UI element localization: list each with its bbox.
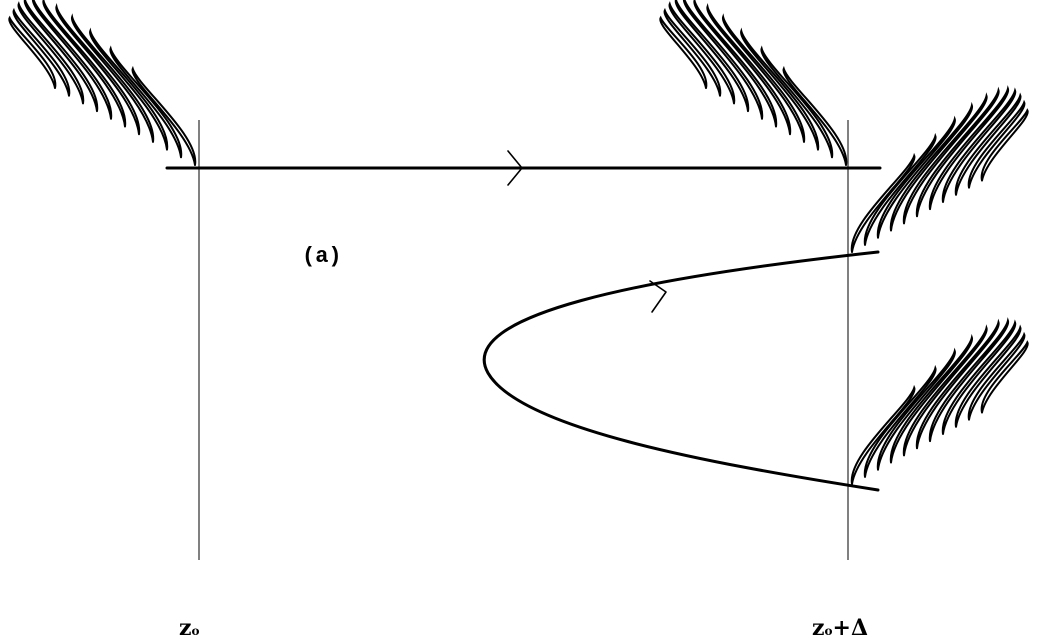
hatch-stroke (980, 340, 1029, 414)
hatch-stroke (967, 331, 1026, 421)
source-hatch-low-right (850, 317, 1029, 485)
hatch-stroke (32, 0, 113, 120)
hatch-stroke (740, 27, 820, 151)
hatch-stroke (663, 7, 722, 97)
hatch-stroke (876, 347, 956, 471)
hatch-stroke (71, 13, 155, 143)
right-boundary-label-sub: o (825, 624, 833, 638)
hatch-stroke (863, 364, 937, 478)
hatch-stroke (850, 152, 916, 253)
hatch-stroke (23, 0, 99, 113)
hatch-stroke (55, 2, 141, 136)
hatch-stroke (928, 317, 1009, 443)
source-hatch-top-right (659, 0, 848, 166)
hatch-stroke (109, 45, 183, 159)
source-hatch-mid-right (850, 85, 1029, 253)
curved-path (482, 250, 880, 492)
left-boundary-label: zo (179, 615, 200, 641)
hatch-stroke (850, 384, 916, 485)
hatch-stroke (8, 15, 57, 89)
hatch-stroke (683, 0, 764, 120)
hatch-stroke (42, 0, 127, 128)
straight-path-arrow (507, 150, 523, 186)
hatch-stroke (17, 1, 85, 105)
hatch-stroke (863, 132, 937, 246)
hatch-stroke (668, 1, 736, 105)
hatch-stroke (915, 318, 1000, 450)
hatch-stroke (131, 65, 197, 166)
hatch-stroke (954, 324, 1022, 428)
hatch-stroke (967, 99, 1026, 189)
hatch-stroke (889, 333, 973, 464)
hatch-stroke (954, 92, 1022, 196)
hatch-stroke (928, 85, 1009, 211)
right-boundary-label-main: z (812, 615, 825, 641)
hatch-stroke (902, 92, 988, 225)
hatch-stroke (902, 324, 988, 457)
hatch-stroke (782, 65, 848, 166)
hatch-stroke (980, 108, 1029, 182)
source-hatch-top-left (8, 0, 197, 166)
hatch-stroke (760, 45, 834, 159)
hatch-stroke (693, 0, 778, 128)
hatch-stroke (12, 7, 71, 97)
hatch-stroke (674, 0, 750, 113)
hatch-stroke (89, 27, 169, 151)
right-boundary-label-suffix: +Δ (833, 615, 869, 641)
hatch-stroke (941, 87, 1017, 203)
right-boundary-label: zo+Δ (812, 615, 868, 641)
hatch-stroke (941, 319, 1017, 435)
curved-path-arrow (649, 280, 667, 313)
hatch-stroke (889, 101, 973, 232)
hatch-stroke (659, 15, 708, 89)
hatch-stroke (915, 86, 1000, 218)
panel-label: (a) (302, 244, 342, 269)
left-boundary-label-main: z (179, 615, 192, 641)
hatch-stroke (706, 2, 792, 136)
left-boundary-label-sub: o (192, 624, 200, 638)
hatch-stroke (876, 115, 956, 239)
hatch-stroke (722, 13, 806, 143)
